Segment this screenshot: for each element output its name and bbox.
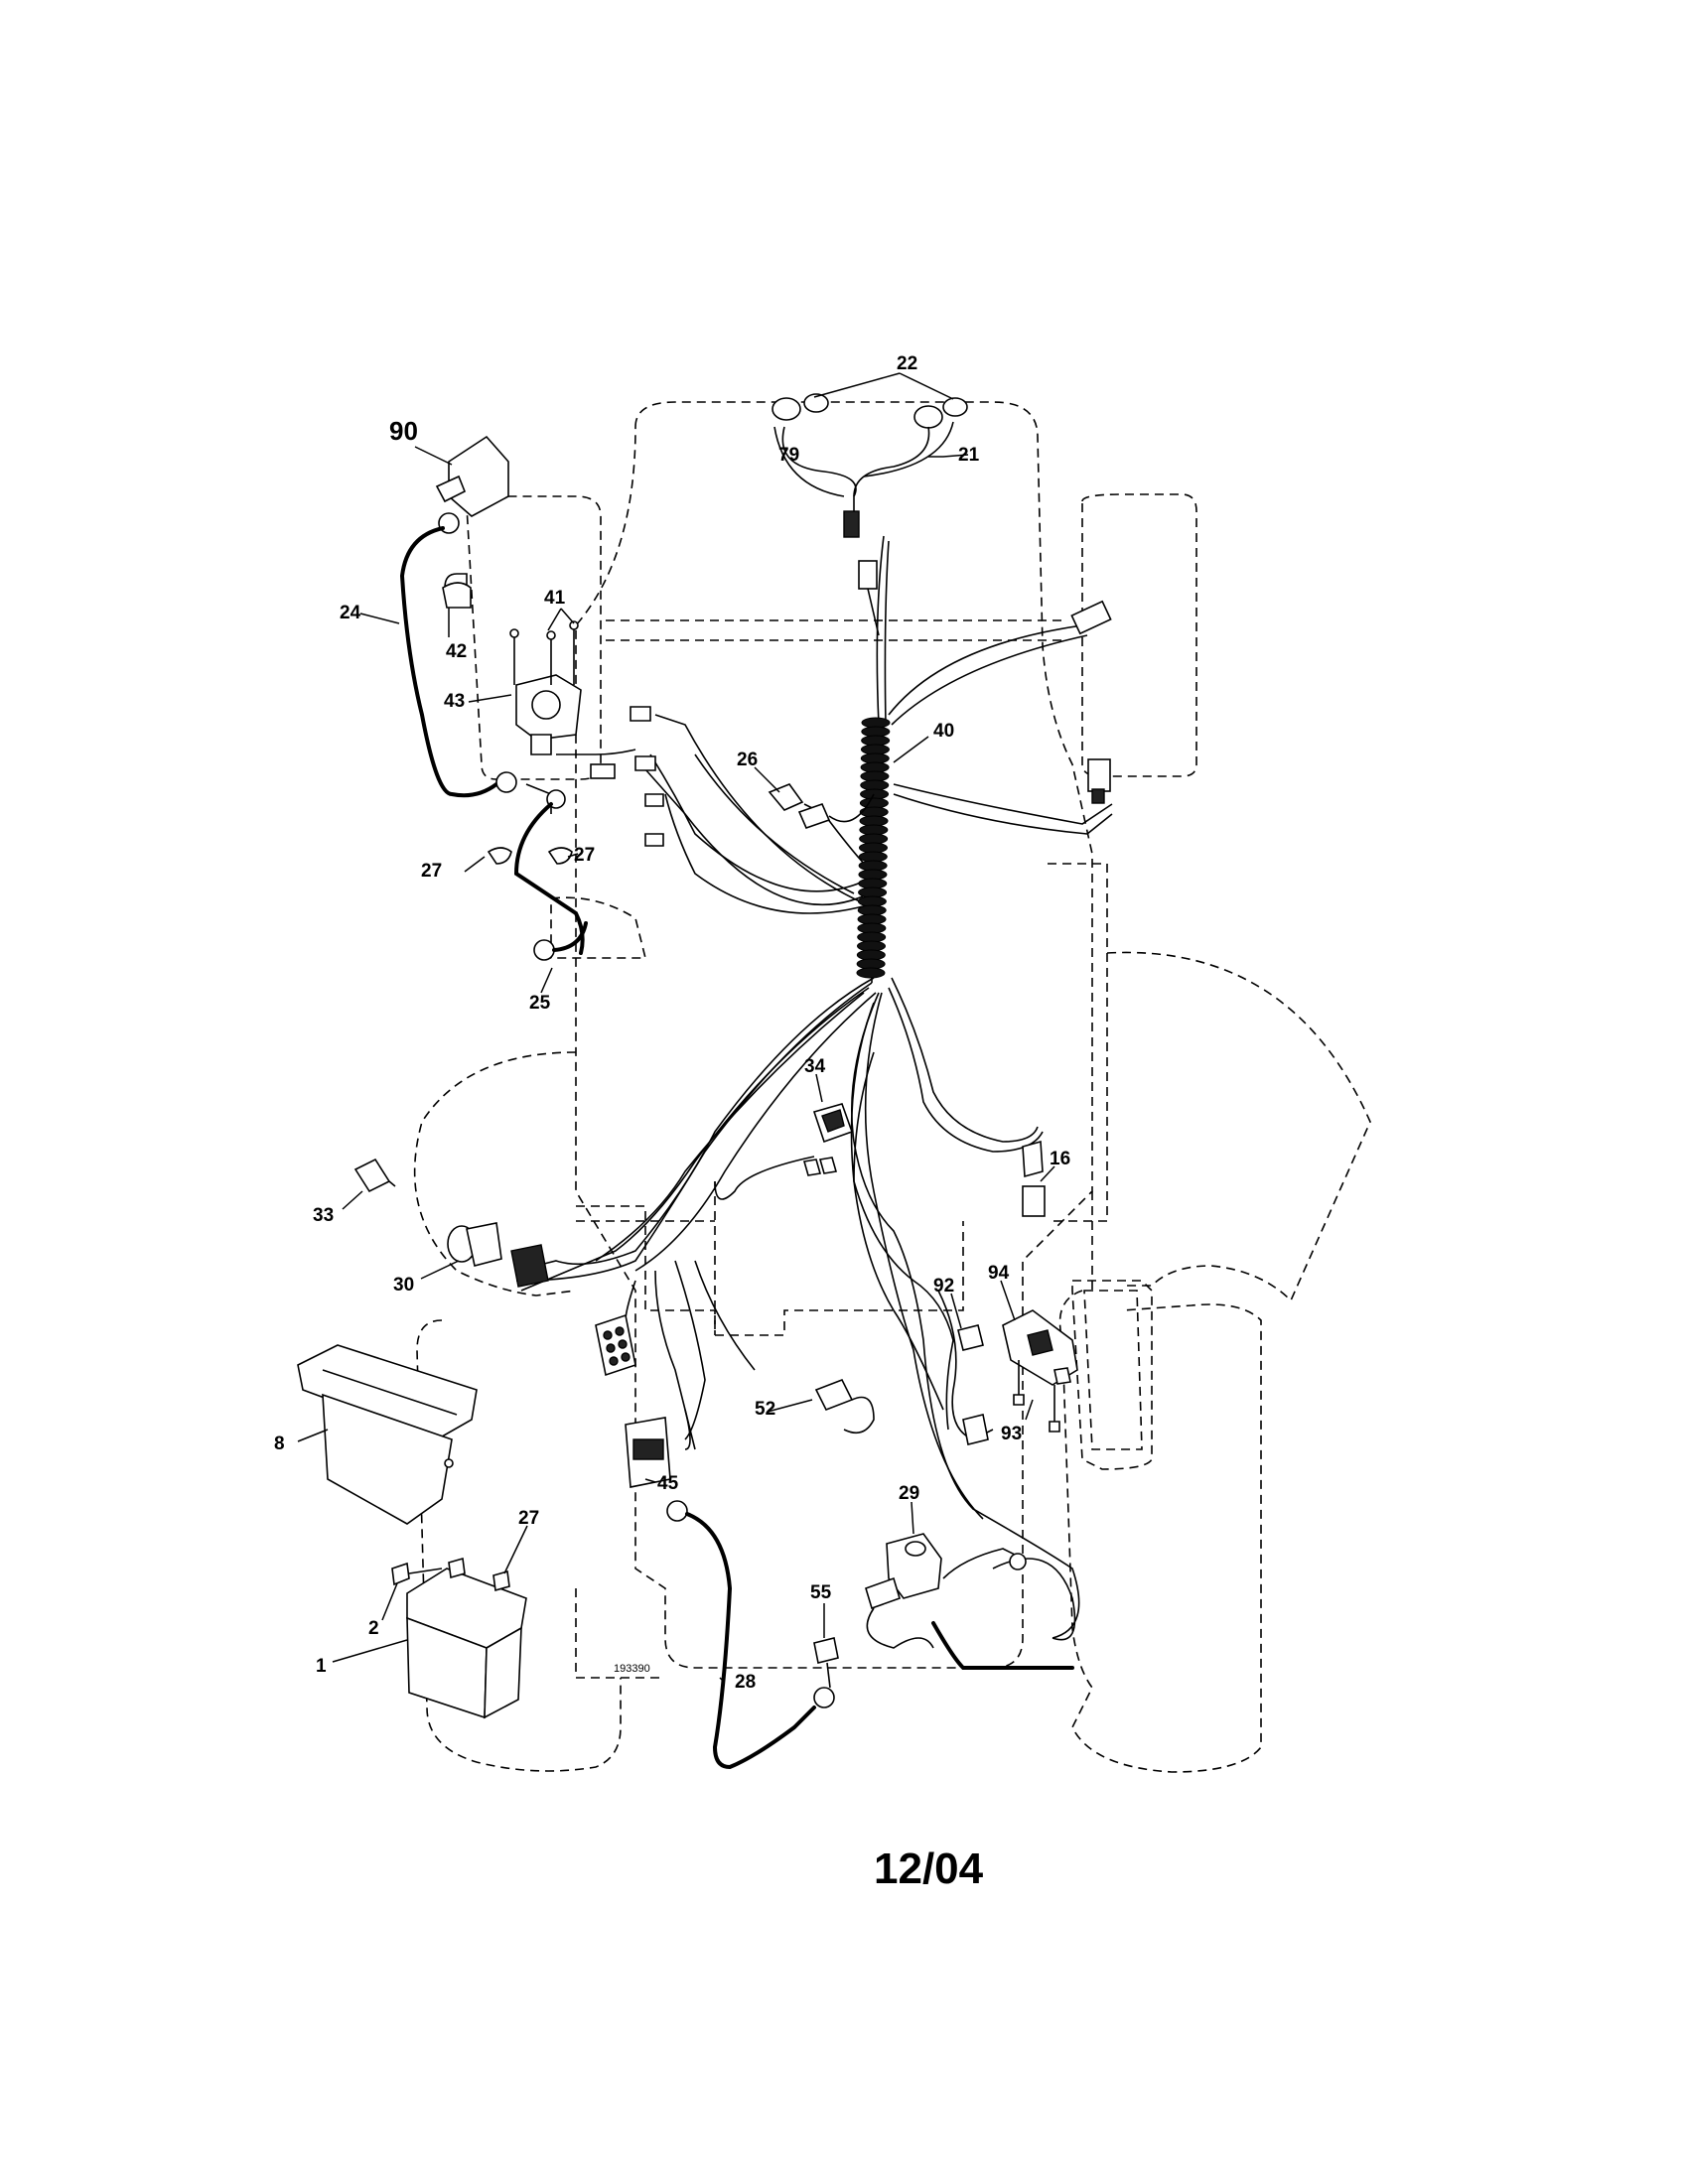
coil-ring (861, 735, 891, 747)
part-45-module (625, 1417, 671, 1488)
callout-33: 33 (313, 1205, 334, 1226)
coil-ring (860, 761, 890, 773)
coil-ring (860, 744, 890, 755)
leader-lines (297, 372, 1055, 1682)
part-52 (814, 1378, 875, 1434)
callout-34: 34 (804, 1056, 826, 1077)
part-90-block (435, 435, 509, 517)
callout-90: 90 (389, 416, 418, 446)
coil-ring (860, 770, 890, 782)
part-33 (353, 1158, 396, 1193)
callout-94: 94 (988, 1263, 1010, 1284)
battery-1 (391, 1557, 527, 1719)
coil-ring (861, 726, 891, 738)
callout-8: 8 (274, 1433, 285, 1454)
coil-ring (857, 940, 886, 952)
coil-ring (858, 869, 888, 881)
coil-ring (858, 851, 888, 863)
coil-ring (858, 878, 888, 889)
callout-42: 42 (446, 641, 467, 662)
callout-25: 25 (529, 993, 551, 1014)
hardware-41-42 (442, 582, 519, 685)
callout-29: 29 (899, 1483, 919, 1504)
tractor-outline (413, 401, 1371, 1773)
callout-16: 16 (1050, 1149, 1070, 1169)
callout-1: 1 (316, 1656, 327, 1677)
harness-wires (515, 535, 1113, 1641)
ring-terminal-29 (1009, 1553, 1027, 1570)
part-16-plug (1022, 1140, 1046, 1217)
callout-79: 79 (778, 445, 799, 466)
callout-40: 40 (933, 721, 954, 742)
callout-30: 30 (393, 1275, 414, 1296)
callout-2: 2 (368, 1618, 379, 1639)
part-29-switch (865, 1533, 1074, 1670)
callout-26: 26 (737, 750, 758, 770)
callout-22: 22 (897, 353, 917, 374)
coil-ring (860, 788, 890, 800)
coil-ring (858, 887, 888, 898)
left-terminals (630, 706, 664, 847)
six-pin-connector (595, 1313, 636, 1377)
callout-41: 41 (544, 588, 566, 609)
part-92 (957, 1324, 989, 1445)
coil-ring (859, 797, 889, 809)
headlight-assembly (772, 393, 968, 636)
callout-92: 92 (933, 1276, 954, 1297)
harness-coil-40 (856, 717, 891, 984)
callout-45: 45 (657, 1473, 679, 1494)
part-93-screws (1013, 1360, 1060, 1433)
coil-ring (856, 958, 886, 970)
battery-tray-8 (297, 1344, 478, 1525)
callout-43: 43 (444, 691, 465, 712)
coil-ring (857, 895, 887, 907)
callout-24: 24 (340, 603, 361, 623)
coil-ring (858, 842, 888, 854)
ground-cable-28 (666, 1500, 835, 1770)
callout-labels: 90 22 79 21 41 24 42 43 40 26 27 27 25 3… (274, 353, 1070, 1693)
coil-ring (857, 922, 887, 934)
solenoid-43-area (399, 512, 636, 961)
coil-ring (857, 913, 887, 925)
callout-28: 28 (735, 1672, 756, 1693)
callout-52: 52 (755, 1399, 775, 1420)
part-94-switch (1002, 1309, 1078, 1386)
coil-ring (856, 949, 886, 961)
coil-ring (856, 967, 886, 979)
callout-21: 21 (958, 445, 980, 466)
coil-ring (861, 717, 891, 729)
coil-ring (857, 931, 887, 943)
coil-ring (859, 815, 889, 827)
ignition-30 (447, 1222, 549, 1288)
coil-ring (859, 824, 889, 836)
callout-27-left: 27 (421, 861, 442, 882)
coil-ring (860, 752, 890, 764)
part-34-switch (802, 1103, 854, 1176)
callout-55: 55 (810, 1582, 832, 1603)
drawing-code: 193390 (614, 1663, 650, 1675)
right-connectors (1070, 600, 1112, 804)
coil-ring (859, 833, 889, 845)
bolt-55 (813, 1637, 839, 1689)
callout-27-right: 27 (574, 845, 595, 866)
callout-93: 93 (1001, 1424, 1022, 1444)
coil-ring (860, 779, 890, 791)
callout-27-battery: 27 (518, 1508, 539, 1529)
coil-ring (857, 904, 887, 916)
part-26-connectors (768, 783, 875, 829)
coil-ring (858, 860, 888, 872)
revision-date: 12/04 (874, 1844, 984, 1893)
